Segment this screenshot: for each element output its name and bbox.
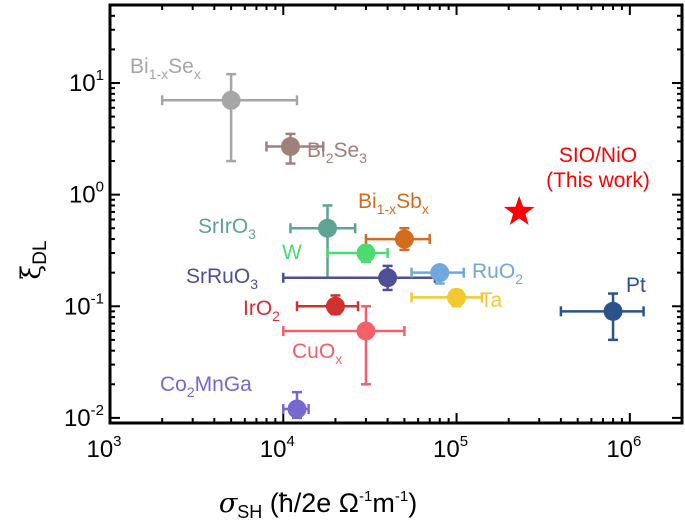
point-srruo3 xyxy=(378,268,398,288)
label-bi1-xsbx: Bi1-xSbx xyxy=(358,190,429,217)
plot-frame xyxy=(108,3,684,425)
label-w: W xyxy=(282,241,302,264)
y-tick-label: 10-1 xyxy=(64,290,104,320)
point-bi1-xsbx xyxy=(394,229,414,249)
x-tick-label: 103 xyxy=(86,433,121,463)
axis-titles: σSH (ħ/2e Ω-1m-1) ξDL xyxy=(16,240,417,522)
point-pt xyxy=(603,301,623,321)
point-cuox xyxy=(356,321,376,341)
data-layer xyxy=(160,72,645,420)
point-sriro3 xyxy=(318,218,338,238)
label-sriro3: SrIrO3 xyxy=(198,215,256,242)
y-tick-label: 100 xyxy=(69,179,104,209)
point-iro2 xyxy=(325,296,345,316)
label-bi1-xsex: Bi1-xSex xyxy=(130,55,201,82)
x-tick-label: 105 xyxy=(433,433,468,463)
label-ta: Ta xyxy=(480,289,503,312)
label-sio-nio: SIO/NiO(This work) xyxy=(546,144,650,192)
point-ta xyxy=(447,287,467,307)
label-srruo3: SrRuO3 xyxy=(186,265,258,292)
point-bi1-xsex xyxy=(221,90,241,110)
label-bi2se3: Bi2Se3 xyxy=(307,139,367,166)
point-sio-nio-star xyxy=(504,195,535,225)
label-co2mnga: Co2MnGa xyxy=(160,373,252,400)
x-tick-label: 106 xyxy=(606,433,641,463)
point-ruo2 xyxy=(430,263,450,283)
point-bi2se3 xyxy=(280,136,300,156)
axes: 103 104 105 106 10-2 10-1 100 101 xyxy=(64,3,684,463)
x-tick-label: 104 xyxy=(260,433,295,463)
label-iro2: IrO2 xyxy=(243,297,280,324)
x-axis-title: σSH (ħ/2e Ω-1m-1) xyxy=(219,488,417,522)
point-co2mnga xyxy=(287,399,307,419)
label-ruo2: RuO2 xyxy=(472,260,523,287)
y-tick-label: 10-2 xyxy=(64,402,104,432)
point-w xyxy=(356,243,376,263)
y-tick-label: 101 xyxy=(69,67,104,97)
y-axis-title: ξDL xyxy=(16,240,51,279)
label-cuox: CuOx xyxy=(292,340,342,367)
label-pt: Pt xyxy=(626,274,646,297)
